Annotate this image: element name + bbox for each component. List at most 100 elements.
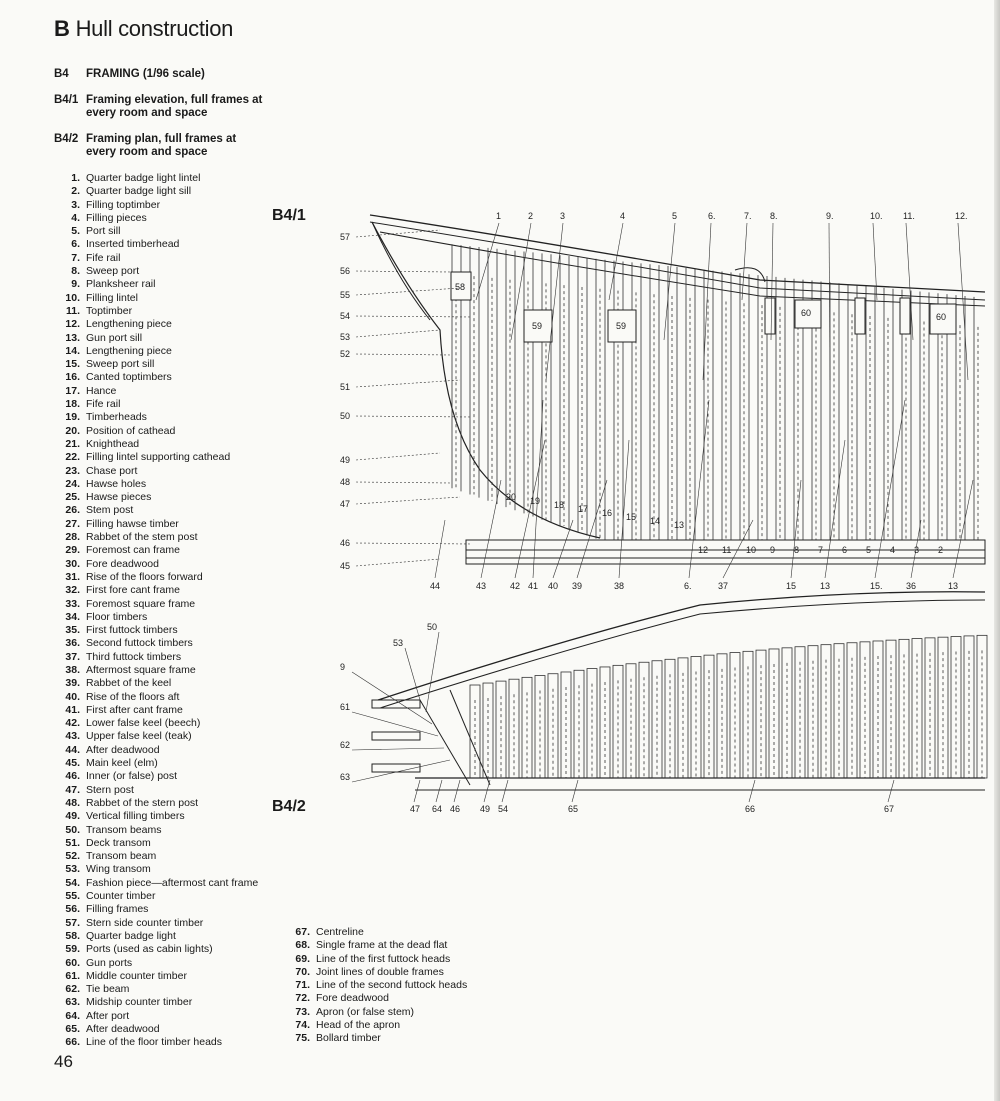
leader-line (355, 558, 441, 567)
legend-item: 33.Foremost square frame (54, 598, 258, 611)
heading-code: B4/2 (54, 133, 79, 145)
leader-line (663, 222, 676, 341)
legend-item: 26.Stem post (54, 504, 258, 517)
leader-line (608, 222, 624, 301)
plan-frame (742, 650, 754, 779)
legend-item: 38.Aftermost square frame (54, 664, 258, 677)
legend-text: Fife rail (86, 251, 121, 264)
legend-item: 4.Filling pieces (54, 212, 258, 225)
legend-number: 67. (295, 926, 310, 938)
legend-item: 15.Sweep port sill (54, 358, 258, 371)
legend-number: 59. (65, 943, 80, 956)
legend-text: Rabbet of the stem post (86, 531, 198, 544)
legend-item: 24.Hawse holes (54, 478, 258, 491)
frame-number: 2 (938, 545, 943, 555)
legend-number: 11. (65, 304, 80, 317)
callout-label: 41 (528, 581, 538, 591)
legend-text: Fore deadwood (316, 992, 389, 1005)
legend-text: Centreline (316, 926, 364, 938)
legend-number: 37. (65, 650, 80, 663)
legend-item: 16.Canted toptimbers (54, 371, 258, 384)
legend-text: Midship counter timber (86, 996, 193, 1009)
legend-number: 42. (65, 717, 80, 730)
legend-item: 45.Main keel (elm) (54, 757, 258, 770)
legend-item: 39.Rabbet of the keel (54, 677, 258, 690)
legend-item: 10.Filling lintel (54, 292, 258, 305)
leader-line (501, 779, 509, 803)
legend-text: Filling hawse timber (86, 517, 179, 530)
frame-number: 11 (722, 545, 731, 555)
leader-line (510, 222, 532, 341)
legend-text: First fore cant frame (86, 584, 180, 597)
legend-number: 58. (65, 929, 80, 942)
legend-number: 55. (65, 890, 80, 903)
legend-item: 72.Fore deadwood (284, 992, 467, 1005)
leader-line (748, 779, 756, 803)
legend-item: 8.Sweep port (54, 265, 258, 278)
leader-line (872, 222, 878, 301)
callout-label: 47 (340, 499, 350, 509)
elevation-ports (450, 271, 957, 343)
leader-line (618, 439, 630, 579)
legend-item: 12.Lengthening piece (54, 318, 258, 331)
legend-item: 5.Port sill (54, 225, 258, 238)
legend-text: Lower false keel (beech) (86, 717, 201, 730)
callout-label: 15. (870, 581, 883, 591)
frame-number: 8 (794, 545, 799, 555)
leader-line (770, 222, 774, 341)
legend-number: 21. (65, 437, 80, 450)
legend-item: 69.Line of the first futtock heads (284, 953, 467, 966)
legend-text: Third futtock timbers (86, 650, 182, 663)
legend-number: 57. (65, 916, 80, 929)
legend-text: Filling frames (86, 903, 149, 916)
legend-text: Chase port (86, 464, 138, 477)
plan-frame (638, 661, 650, 779)
callout-label: 39 (572, 581, 582, 591)
legend-number: 49. (65, 810, 80, 823)
frame-number: 10 (746, 545, 756, 555)
plan-frame (937, 636, 949, 779)
legend-number: 61. (65, 969, 80, 982)
legend-item: 43.Upper false keel (teak) (54, 730, 258, 743)
legend-number: 52. (65, 850, 80, 863)
legend-number: 46. (65, 770, 80, 783)
legend-text: Tie beam (86, 983, 130, 996)
legend-number: 36. (65, 637, 80, 650)
leader-line (887, 779, 895, 803)
callout-label: 15 (786, 581, 796, 591)
legend-item: 67. Centreline (284, 926, 467, 939)
callout-label: 9 (340, 662, 345, 672)
legend-number: 69. (295, 952, 310, 965)
callout-label: 50 (340, 411, 350, 421)
callout-label: 49 (340, 455, 350, 465)
heading-text: Framing plan, full frames at every room … (86, 133, 237, 158)
callout-label: 10. (870, 211, 883, 221)
legend-item: 64.After port (54, 1010, 258, 1023)
legend-text: Sweep port sill (86, 358, 155, 371)
callout-label: 62 (340, 740, 350, 750)
callout-label: 45 (340, 561, 350, 571)
legend-item: 31.Rise of the floors forward (54, 571, 258, 584)
legend-item: 23.Chase port (54, 465, 258, 478)
legend-number: 17. (65, 384, 80, 397)
legend-item: 75.Bollard timber (284, 1032, 467, 1045)
frame-number: 6 (842, 545, 847, 555)
callout-label: 13 (820, 581, 830, 591)
legend-number: 24. (65, 477, 80, 490)
leader-line (828, 222, 831, 381)
legend-item: 55.Counter timber (54, 890, 258, 903)
callout-label: 55 (340, 290, 350, 300)
figure-label-b4-1: B4/1 (272, 207, 306, 224)
callout-label: 36 (906, 581, 916, 591)
legend-item: 53.Wing transom (54, 863, 258, 876)
legend-text: Hance (86, 384, 117, 397)
frame-number: 13 (674, 520, 684, 530)
plan-frame (625, 663, 637, 779)
legend-number: 22. (65, 451, 80, 464)
leader-line (480, 479, 502, 579)
plan-frame (911, 638, 923, 779)
legend-item: 62.Tie beam (54, 983, 258, 996)
